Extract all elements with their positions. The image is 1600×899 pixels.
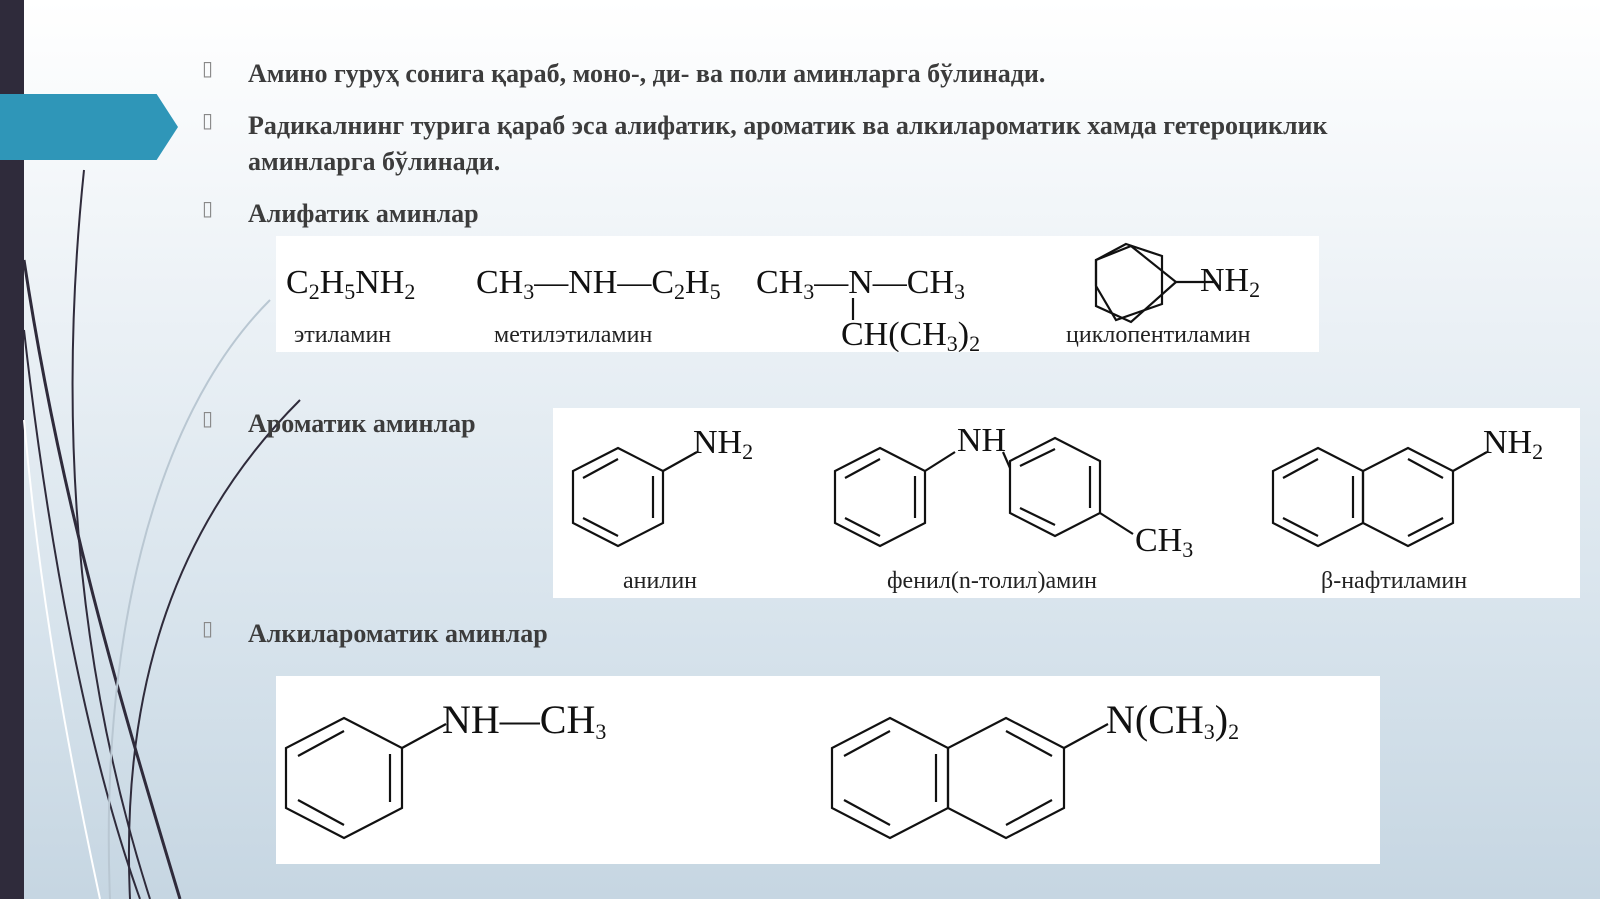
phenyltolylamine-caption: фенил(n-толил)амин — [887, 568, 1098, 594]
dimethylnaphthylamine-structure — [830, 716, 1109, 840]
dimethylnaphthylamine-formula: N(CH3)2 — [1106, 697, 1240, 744]
aromatic-amines-panel: NH2 анилин NH CH3 фенил(n-толил)амин NH2… — [553, 408, 1580, 598]
ethylamine-formula: C2H5NH2 — [286, 264, 416, 304]
cyclopentyl-nh2: NH2 — [1200, 262, 1261, 302]
isopropyl-group-formula: CH(CH3)2 — [841, 318, 981, 352]
aniline-nh2: NH2 — [693, 424, 754, 464]
cyclopentylamine-caption: циклопентиламин — [1066, 322, 1251, 348]
alkylaromatic-amines-panel: NH—CH3 N(CH3)2 — [276, 676, 1380, 864]
bullet-text-3: Алифатик аминлар — [248, 199, 479, 228]
bullet-text-2: Радикалнинг турига қараб эса алифатик, а… — [248, 111, 1328, 176]
dimethylisopropylamine-formula: CH3—N—CH3 — [756, 264, 966, 304]
naphthylamine-structure — [1271, 446, 1488, 548]
bullet-text-1: Амино гуруҳ сонига қараб, моно-, ди- ва … — [248, 59, 1046, 88]
n-methylaniline-structure — [284, 716, 447, 840]
ethylamine-caption: этиламин — [294, 322, 392, 348]
naphthylamine-caption: β-нафтиламин — [1321, 568, 1468, 594]
bullet-text-5: Алкилароматик аминлар — [248, 619, 548, 648]
aniline-caption: анилин — [623, 568, 698, 594]
vertical-bond — [851, 298, 855, 320]
phenyltolylamine-structure — [833, 436, 1134, 548]
accent-arrow-shape — [0, 94, 178, 160]
phenyltolylamine-ch3: CH3 — [1135, 522, 1194, 562]
bullet-marker: ▯ — [202, 406, 214, 430]
methylethylamine-caption: метилэтиламин — [494, 322, 653, 348]
bullet-marker: ▯ — [202, 616, 214, 640]
naphthylamine-nh2: NH2 — [1483, 424, 1544, 464]
phenyltolylamine-nh: NH — [957, 422, 1007, 459]
aliphatic-amines-panel: C2H5NH2 этиламин CH3—NH—C2H5 метилэтилам… — [276, 236, 1319, 352]
bullet-marker: ▯ — [202, 56, 214, 80]
bullet-marker: ▯ — [202, 196, 214, 220]
n-methylaniline-formula: NH—CH3 — [442, 697, 607, 744]
bullet-marker: ▯ — [202, 108, 214, 132]
bullet-text-4: Ароматик аминлар — [248, 409, 476, 438]
cyclopentane-ring — [1094, 242, 1214, 324]
methylethylamine-formula: CH3—NH—C2H5 — [476, 264, 721, 304]
aniline-structure — [571, 446, 698, 548]
